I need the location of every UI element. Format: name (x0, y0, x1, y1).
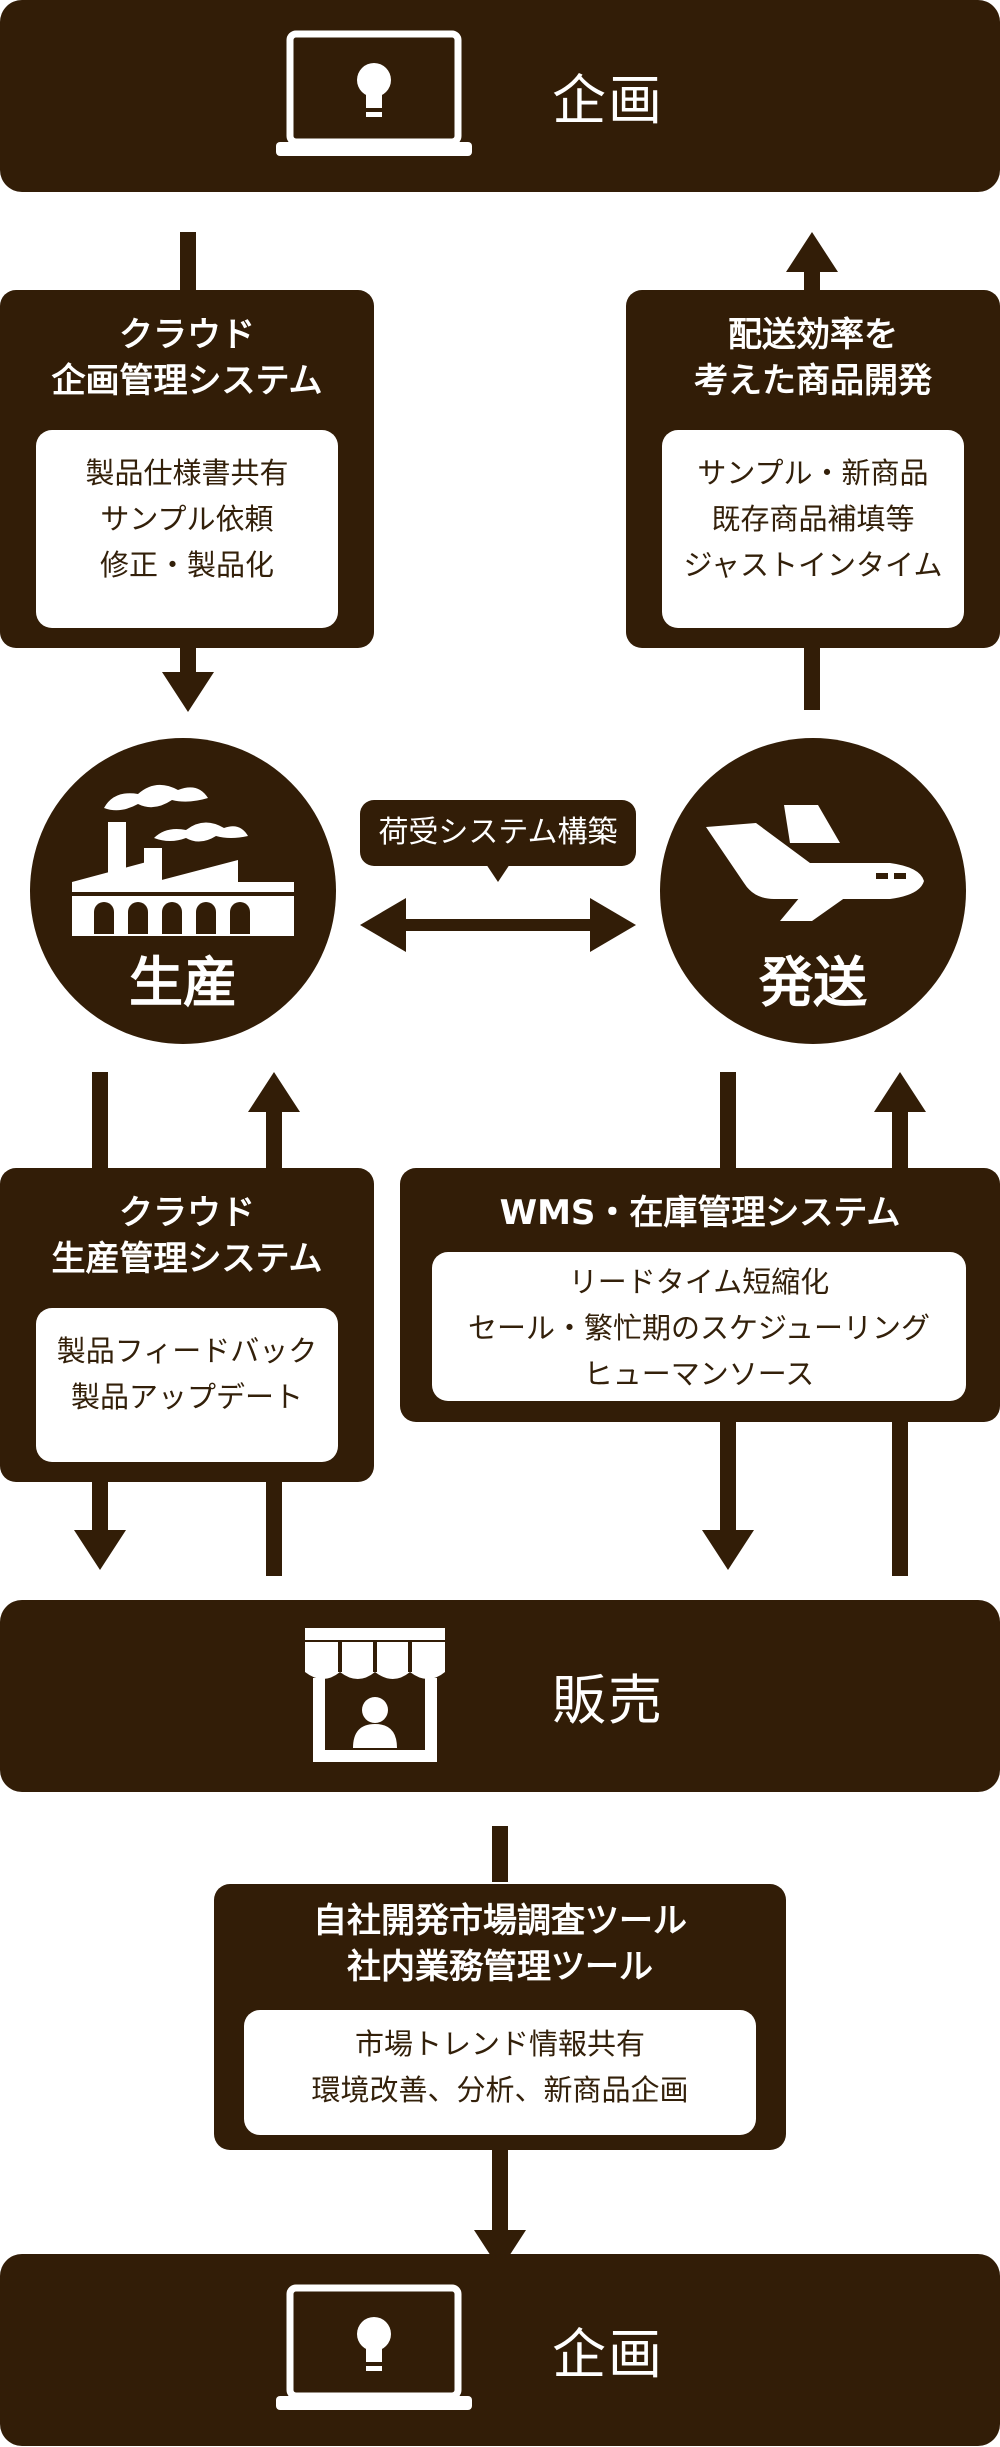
band-label: 販売 (552, 1669, 664, 1732)
list-item: 製品アップデート (70, 1380, 303, 1414)
list-item: サンプル・新商品 (697, 456, 929, 490)
receiving-system-bubble: 荷受システム構築 (360, 800, 636, 866)
airplane-icon (706, 805, 924, 921)
list-item: 既存商品補填等 (711, 502, 915, 536)
laptop-lightbulb-icon (276, 30, 472, 156)
band-label: 企画 (552, 2323, 664, 2386)
cloud-production-items: 製品フィードバック 製品アップデート (36, 1308, 338, 1462)
card-title-line: 生産管理システム (51, 1239, 323, 1279)
delivery-development-items: サンプル・新商品 既存商品補填等 ジャストインタイム (662, 430, 964, 628)
laptop-lightbulb-icon (276, 2284, 472, 2410)
shipping-label: 発送 (759, 951, 867, 1014)
card-title-line: 配送効率を (728, 315, 898, 355)
factory-icon (72, 784, 294, 936)
wms-items: リードタイム短縮化 セール・繁忙期のスケジューリング ヒューマンソース (432, 1252, 966, 1401)
list-item: ジャストインタイム (683, 548, 943, 582)
card-title-line: クラウド (119, 315, 255, 355)
bubble-label: 荷受システム構築 (378, 815, 618, 850)
list-item: セール・繁忙期のスケジューリング (468, 1311, 930, 1345)
storefront-icon (305, 1628, 445, 1762)
planning-band-bottom: 企画 (0, 2254, 1000, 2446)
wms-card: WMS・在庫管理システム リードタイム短縮化 セール・繁忙期のスケジューリング … (400, 1168, 1000, 1422)
card-title-line: 社内業務管理ツール (347, 1947, 653, 1987)
card-title-line: 企画管理システム (51, 361, 323, 401)
delivery-development-card: 配送効率を 考えた商品開発 サンプル・新商品 既存商品補填等 ジャストインタイム (626, 290, 1000, 648)
card-title-line: クラウド (119, 1193, 255, 1233)
cloud-production-card: クラウド 生産管理システム 製品フィードバック 製品アップデート (0, 1168, 374, 1482)
double-arrow-icon (360, 864, 636, 952)
list-item: 製品仕様書共有 (85, 456, 289, 490)
list-item: 製品フィードバック (56, 1334, 318, 1368)
production-label: 生産 (129, 951, 237, 1014)
list-item: ヒューマンソース (583, 1357, 815, 1391)
market-tools-card: 自社開発市場調査ツール 社内業務管理ツール 市場トレンド情報共有 環境改善、分析… (214, 1884, 786, 2150)
band-label: 企画 (552, 69, 664, 132)
cloud-planning-card: クラウド 企画管理システム 製品仕様書共有 サンプル依頼 修正・製品化 (0, 290, 374, 648)
list-item: 市場トレンド情報共有 (354, 2027, 645, 2061)
shipping-circle: 発送 (660, 738, 966, 1044)
list-item: 環境改善、分析、新商品企画 (311, 2073, 689, 2107)
production-circle: 生産 (30, 738, 336, 1044)
card-title-line: 自社開発市場調査ツール (313, 1901, 687, 1941)
sales-band: 販売 (0, 1600, 1000, 1792)
market-tools-items: 市場トレンド情報共有 環境改善、分析、新商品企画 (244, 2010, 756, 2135)
planning-band-top: 企画 (0, 0, 1000, 192)
card-title: WMS・在庫管理システム (499, 1193, 901, 1233)
list-item: サンプル依頼 (100, 502, 274, 536)
list-item: リードタイム短縮化 (568, 1265, 830, 1299)
list-item: 修正・製品化 (99, 548, 274, 582)
cloud-planning-items: 製品仕様書共有 サンプル依頼 修正・製品化 (36, 430, 338, 628)
card-title-line: 考えた商品開発 (694, 361, 932, 401)
